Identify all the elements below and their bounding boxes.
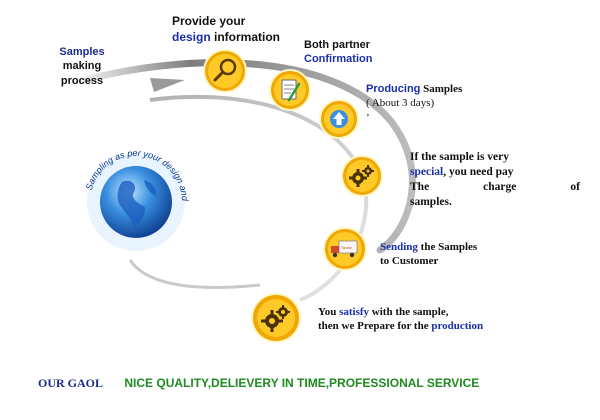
lower-arc [128,259,261,289]
step-1-magnifier-icon [203,49,247,93]
intro-line-3: process [60,74,104,87]
step-4-line-3-b: charge [483,180,517,193]
step-4-line-1: If the sample is very [410,151,510,163]
step-3-label: Producing Samples ( About 3 days) ’ [366,82,462,125]
step-2-line-2: Confirmation [304,53,373,66]
step-2-label: Both partner Confirmation [304,38,372,67]
goal-slogan: NICE QUALITY,DELIEVERY IN TIME,PROFESSIO… [124,376,480,390]
step-1-highlight: design [172,29,211,44]
step-5-line-1: the Samples [417,241,478,253]
truck-label: Taobo [341,245,353,250]
step-5-highlight: Sending [380,241,418,253]
step-4-line-3-a: The [410,180,430,193]
arc-arrow-icon [150,78,185,92]
step-6-highlight-1: satisfy [339,306,370,318]
step-3-line-1: Samples [420,83,463,95]
step-6-line-2-a: then we Prepare for the [318,320,432,333]
step-4-line-4: samples. [410,195,452,208]
step-6-gears-icon [251,293,301,343]
intro-line-2: making [62,60,102,73]
intro-line-1: Samples [59,46,105,58]
outer-arc [66,59,416,254]
step-3-highlight: Producing [366,83,421,95]
footer: OUR GAOL NICE QUALITY,DELIEVERY IN TIME,… [38,376,479,392]
step-5-line-2: to Customer [380,255,439,268]
step-3-line-2: ( About 3 days) [366,97,435,110]
step-6-line-1-rest: with the sample, [369,306,449,318]
step-3-mark: ’ [366,111,370,124]
step-6-highlight-2: production [431,320,484,333]
step-6-line-1-a: You [318,306,340,318]
step-1-line-1: Provide your [172,14,246,28]
step-1-line-2: information [210,29,280,44]
step-5-delivery-truck-icon: Taobo [323,227,367,271]
step-2-document-pen-icon [269,69,311,111]
globe-icon: Sampling as per your design and [84,148,190,251]
step-3-upload-arrow-icon [319,99,359,139]
step-4-highlight: special [410,165,444,178]
intro-label: Samples making process [52,45,112,88]
step-1-label: Provide your design information [172,14,280,45]
step-5-label: Sending the Samples to Customer [380,240,477,269]
step-4-gears-icon [341,155,383,197]
goal-label: OUR GAOL [38,376,104,390]
step-4-label: If the sample is very special, you need … [410,150,590,210]
step-2-line-1: Both partner [304,39,370,51]
step-6-label: You satisfy with the sample, then we Pre… [318,305,483,334]
step-4-line-2: , you need pay [443,165,514,178]
step-4-line-3-c: of [570,180,580,193]
